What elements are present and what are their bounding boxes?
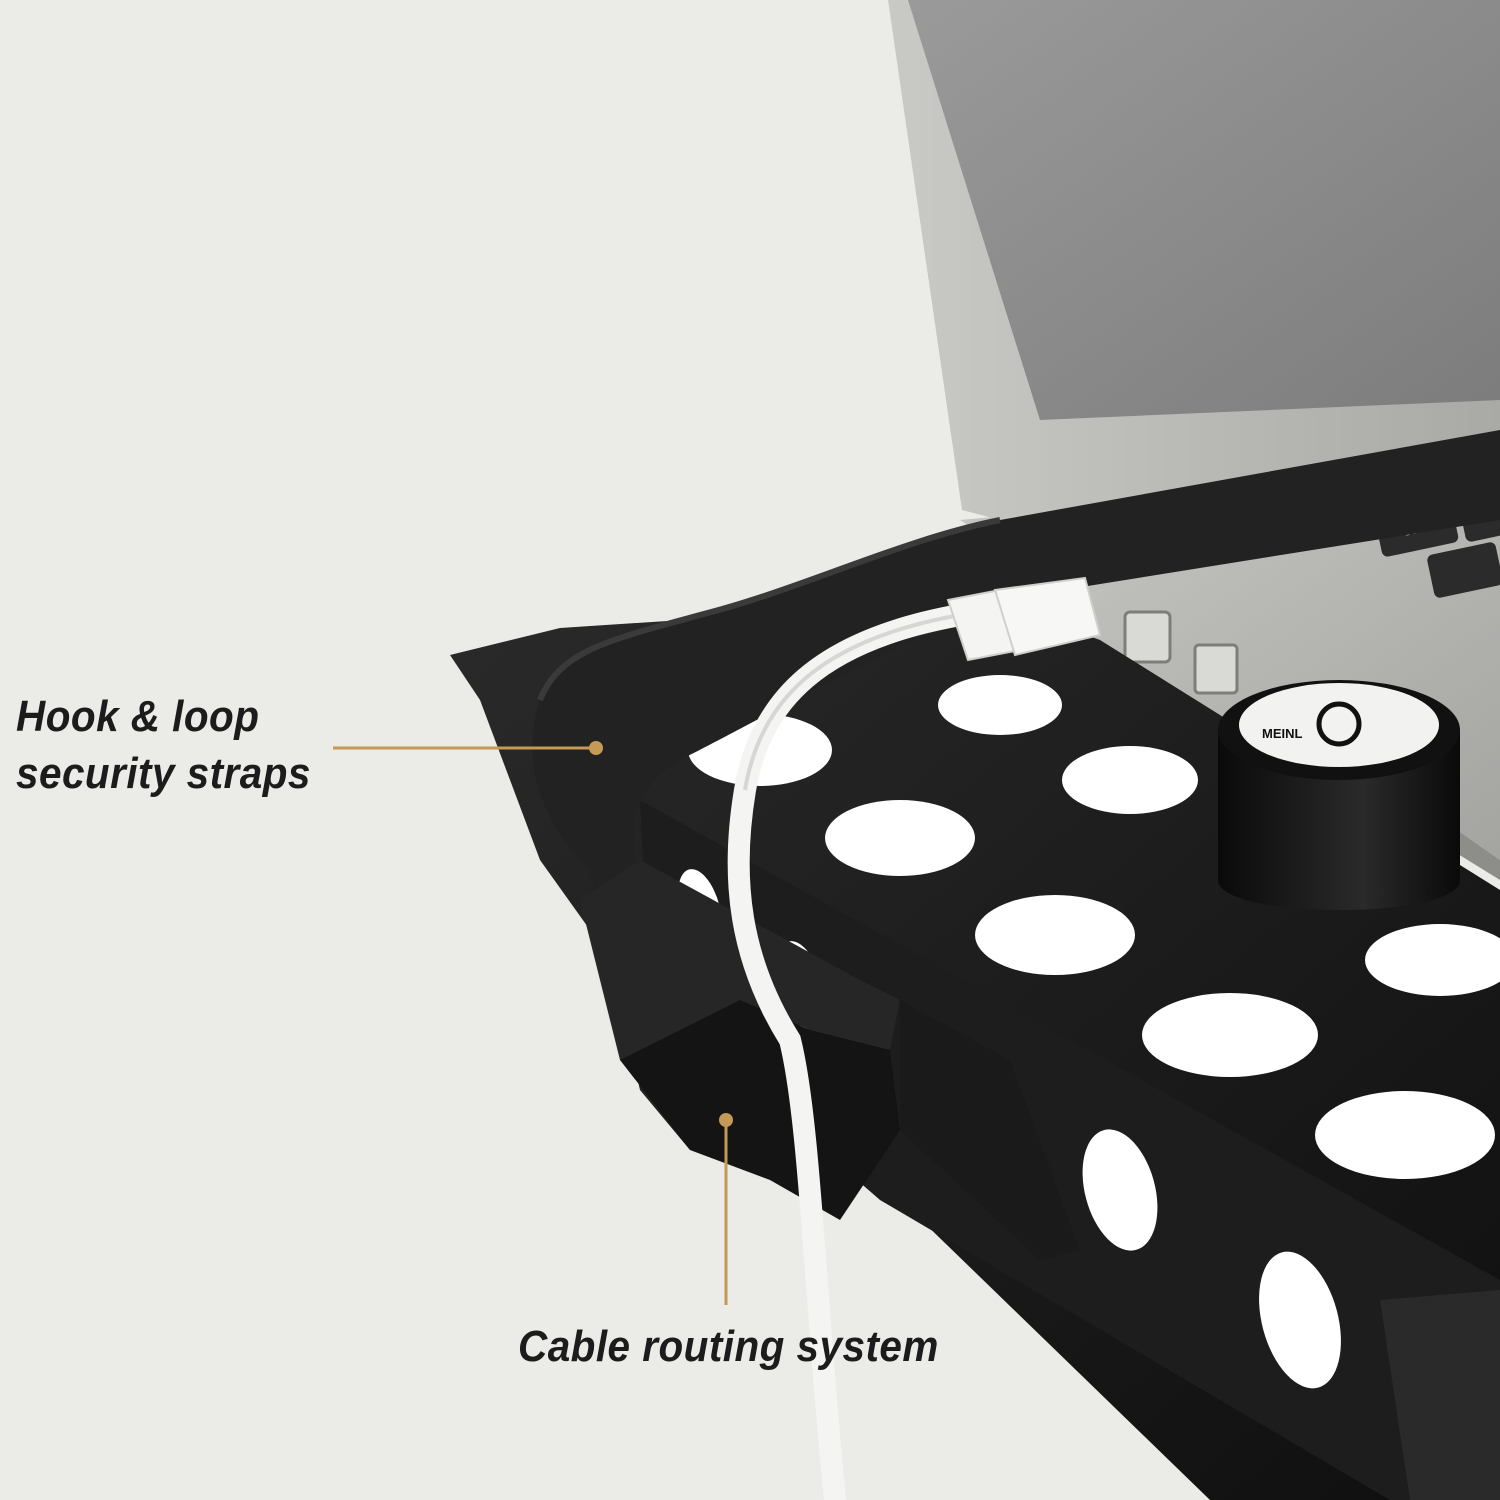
cable-clip	[580, 860, 1080, 1260]
usb-cable	[727, 576, 1102, 1500]
logo-text: MEINL	[1262, 726, 1303, 741]
straps-callout-line1: Hook & loop	[16, 692, 260, 741]
meinl-puck: MEINL	[1218, 680, 1460, 910]
logo-icon	[1316, 701, 1362, 747]
straps-callout-line2: security straps	[16, 749, 311, 799]
tray-holes	[688, 675, 1500, 1179]
straps-pointer-dot	[589, 741, 603, 755]
cable-callout-text: Cable routing system	[518, 1322, 939, 1371]
callout-pointers	[333, 741, 733, 1305]
cable-callout: Cable routing system	[518, 1318, 939, 1375]
usb-port-icon	[1193, 643, 1239, 695]
laptop-lid	[888, 0, 1500, 520]
power-port-icon	[1123, 610, 1172, 664]
security-strap	[532, 430, 1500, 1150]
cable-pointer-dot	[719, 1113, 733, 1127]
straps-callout: Hook & loop security straps	[16, 688, 311, 802]
